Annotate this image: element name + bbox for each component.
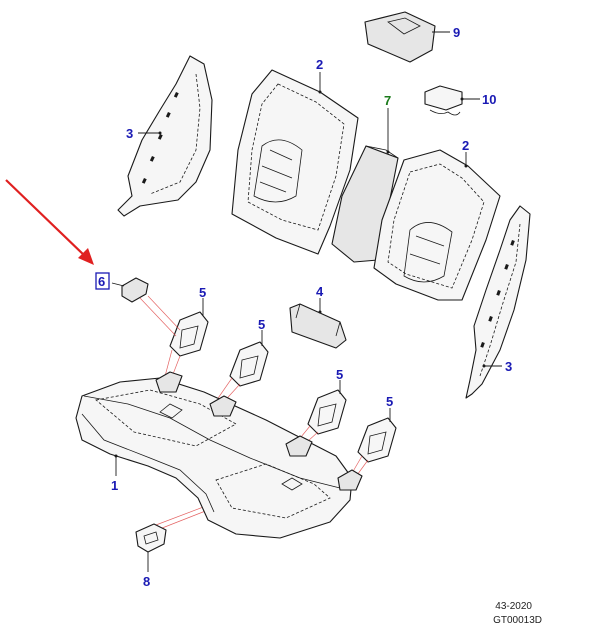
part-1-seat-cushion[interactable] (75, 371, 363, 539)
callout-1: 1 (111, 478, 118, 493)
highlight-arrow (5, 179, 94, 265)
part-3-left-side-trim[interactable] (117, 55, 213, 217)
callout-7: 7 (384, 93, 391, 108)
part-9-headrest-cover[interactable] (364, 11, 450, 63)
callout-5-first: 5 (199, 285, 206, 300)
callout-5-second: 5 (258, 317, 265, 332)
part-5-hinge-cover-2[interactable] (229, 330, 269, 387)
drawing-code: GT00013D (493, 615, 542, 626)
part-5-hinge-cover-4[interactable] (357, 408, 397, 463)
callout-5-third: 5 (336, 367, 343, 382)
part-4-center-trim[interactable] (289, 298, 347, 349)
callout-5-fourth: 5 (386, 394, 393, 409)
callout-9: 9 (453, 25, 460, 40)
callout-3-left: 3 (126, 126, 133, 141)
callout-6: 6 (98, 274, 105, 289)
callout-8: 8 (143, 574, 150, 589)
reference-code: 43-2020 (495, 601, 532, 612)
part-8-belt-buckle[interactable] (135, 523, 167, 572)
callout-6-box[interactable]: 6 (95, 272, 110, 290)
callout-2-left: 2 (316, 57, 323, 72)
part-3-right-side-trim[interactable] (465, 205, 531, 399)
callout-10: 10 (482, 92, 496, 107)
part-6-clip[interactable] (111, 277, 149, 303)
callout-3-right: 3 (505, 359, 512, 374)
part-2-left-seatback-frame[interactable] (231, 69, 359, 255)
callout-2-right: 2 (462, 138, 469, 153)
part-5-hinge-cover-1[interactable] (169, 298, 209, 357)
part-10-module[interactable] (424, 85, 480, 116)
part-5-hinge-cover-3[interactable] (307, 380, 347, 435)
callout-4: 4 (316, 284, 324, 299)
part-2-right-seatback-frame[interactable] (373, 149, 501, 301)
